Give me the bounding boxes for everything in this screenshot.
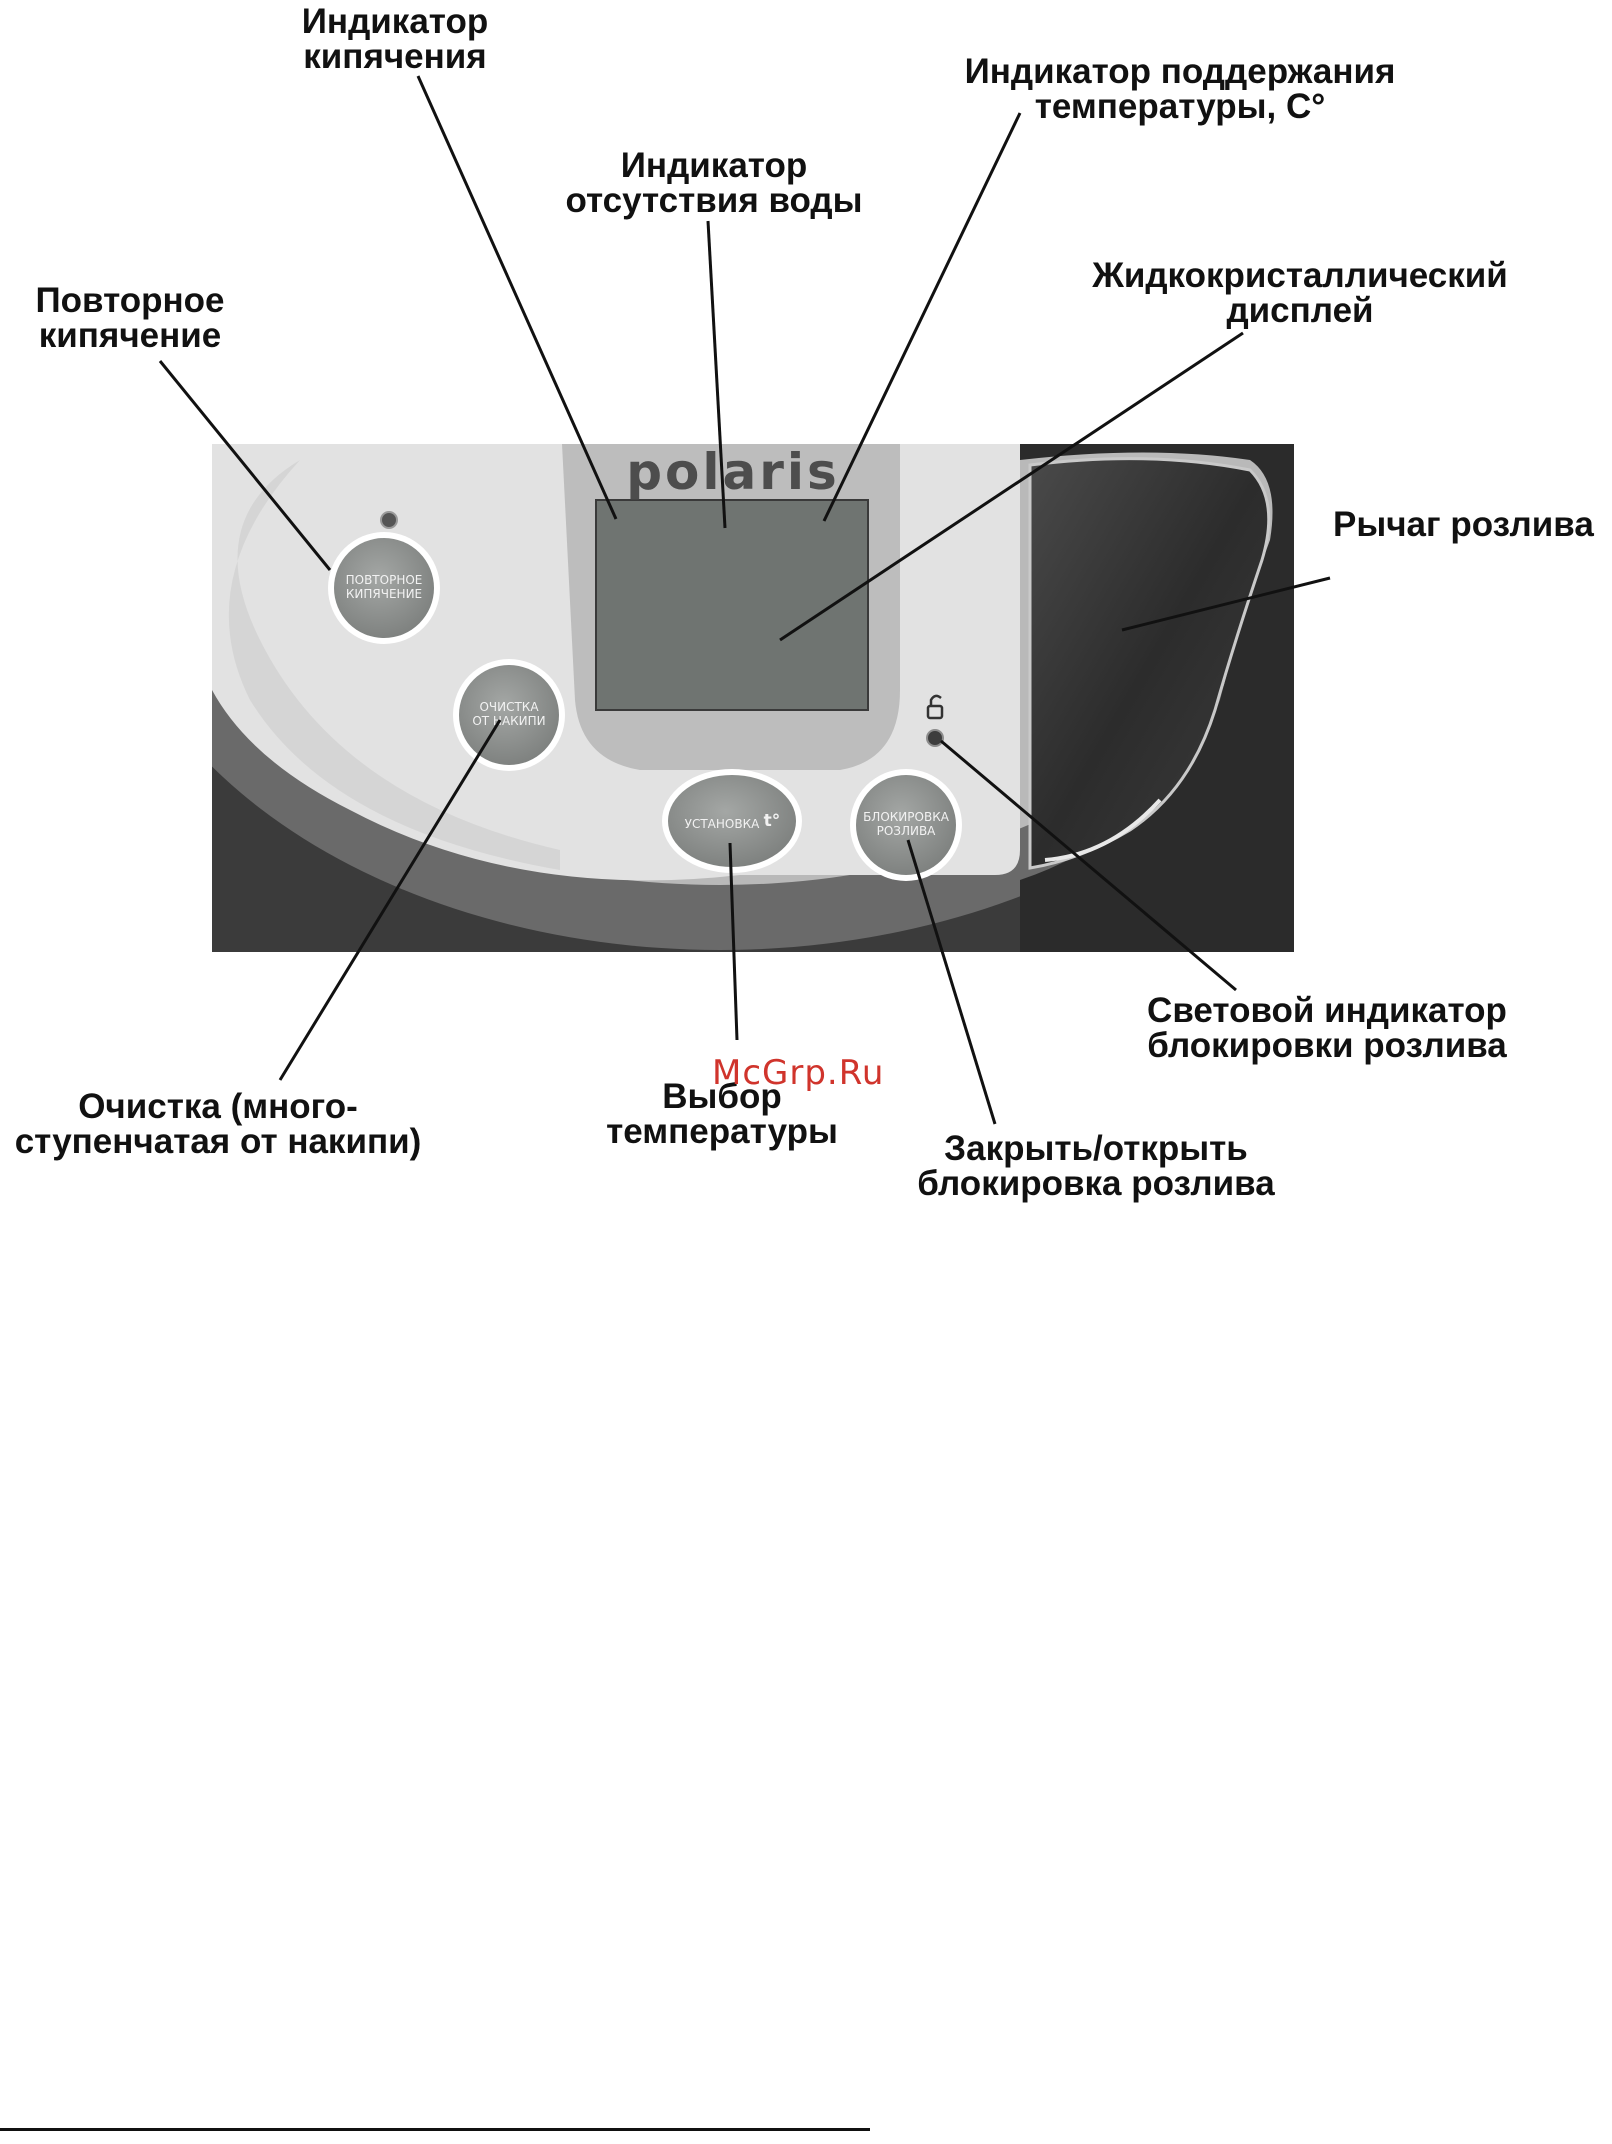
leader-lcd: [779, 331, 1244, 642]
leader-descale: [278, 719, 502, 1081]
lock-button-label-line2: РОЗЛИВА: [877, 824, 937, 838]
lock-led: [926, 729, 944, 747]
leader-reboil: [158, 360, 332, 571]
reboil-button-label-line2: КИПЯЧЕНИЕ: [346, 587, 422, 601]
callout-text: Выбор: [662, 1077, 782, 1116]
leader-boil-indicator: [416, 75, 618, 520]
reboil-indicator-dot: [380, 511, 398, 529]
callout-text: Индикатор: [620, 146, 808, 185]
callout-no-water-indicator: Индикатор отсутствия воды: [565, 148, 1011, 218]
callout-text: Световой индикатор: [1147, 991, 1507, 1030]
callout-text: блокировки розлива: [1147, 1026, 1507, 1065]
panel-sheen: [228, 460, 560, 870]
lcd-window: [595, 499, 869, 711]
descale-button-label-line1: ОЧИСТКА: [479, 700, 539, 714]
callout-text: ступенчатая от накипи): [14, 1122, 422, 1161]
leader-lines: [158, 75, 1331, 1125]
leader-keep-warm: [822, 112, 1022, 522]
leader-lever: [1121, 576, 1331, 632]
callout-text: блокировка розлива: [917, 1164, 1275, 1203]
callout-text: температуры: [606, 1112, 838, 1151]
unlock-icon: [926, 694, 944, 720]
footer-rule: [0, 2128, 870, 2131]
callout-text: дисплей: [1226, 291, 1374, 330]
leader-temp-select: [728, 842, 739, 1041]
watermark: McGrp.Ru: [712, 1053, 885, 1093]
callout-text: Повторное: [35, 281, 225, 320]
temperature-set-button[interactable]: УСТАНОВКА t°: [662, 769, 802, 873]
callout-text: кипячения: [303, 37, 487, 76]
panel-photo: polaris ПОВТОРНОЕ КИПЯЧЕНИЕ: [212, 443, 1294, 952]
temperature-set-button-label: УСТАНОВКА: [685, 817, 760, 831]
callout-text: температуры, C°: [1034, 87, 1326, 126]
reboil-button[interactable]: ПОВТОРНОЕ КИПЯЧЕНИЕ: [328, 532, 440, 644]
lever-highlight: [1044, 798, 1162, 862]
polaris-logo: polaris: [626, 443, 840, 501]
callout-text: Закрыть/открыть: [944, 1129, 1248, 1168]
callout-lock-button: Закрыть/открыть блокировка розлива: [917, 1131, 1453, 1201]
callout-text: кипячение: [38, 316, 222, 355]
leader-lock-button: [906, 839, 997, 1125]
callout-reboil: Повторное кипячение: [35, 283, 319, 353]
callout-text: Индикатор поддержания: [964, 52, 1396, 91]
callout-temp-select: Выбор температуры: [606, 1079, 954, 1149]
lock-button[interactable]: БЛОКИРОВКА РОЗЛИВА: [850, 769, 962, 881]
callout-pour-lever: Рычаг розлива: [1333, 507, 1594, 542]
descale-button[interactable]: ОЧИСТКА ОТ НАКИПИ: [453, 659, 565, 771]
descale-button-label-line2: ОТ НАКИПИ: [472, 714, 545, 728]
callout-text: отсутствия воды: [565, 181, 863, 220]
reboil-button-label-line1: ПОВТОРНОЕ: [346, 573, 423, 587]
callout-lcd-display: Жидкокристаллический дисплей: [1092, 258, 1612, 328]
leader-no-water: [706, 220, 727, 529]
lock-button-label-line1: БЛОКИРОВКА: [863, 810, 950, 824]
callout-text: Жидкокристаллический: [1092, 256, 1508, 295]
temperature-symbol: t°: [764, 811, 781, 831]
pour-lever-shadow: [1020, 444, 1294, 952]
callout-text: Индикатор: [301, 2, 489, 41]
callout-text: Очистка (много-: [78, 1087, 358, 1126]
callout-text: Рычаг розлива: [1333, 505, 1594, 544]
leader-lock-led: [940, 739, 1237, 992]
callout-keep-warm-indicator: Индикатор поддержания температуры, C°: [965, 54, 1611, 124]
callout-descale: Очистка (много- ступенчатая от накипи): [15, 1089, 625, 1159]
callout-lock-led: Световой индикатор блокировки розлива: [1147, 993, 1612, 1063]
